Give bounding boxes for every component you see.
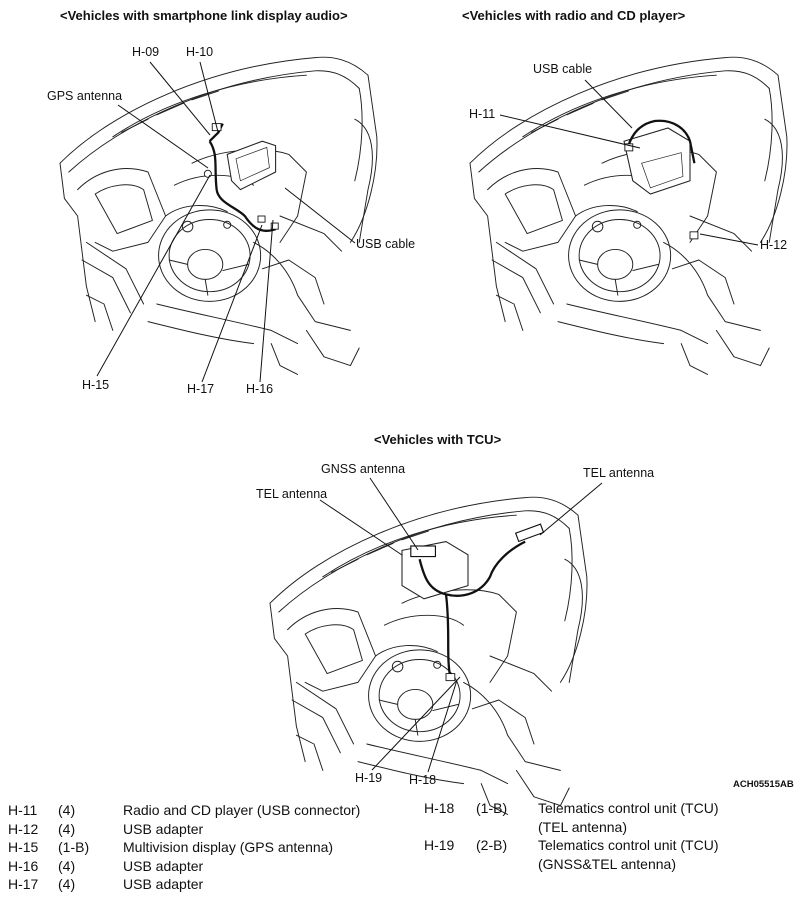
figure-code: ACH05515AB bbox=[733, 779, 794, 790]
smartphone-leader-lines bbox=[96, 61, 356, 383]
legend-desc: Radio and CD player (USB connector) bbox=[123, 802, 361, 818]
legend-code: H-19 bbox=[424, 837, 455, 853]
legend-code: H-11 bbox=[8, 802, 38, 818]
legend-pins: (1-B) bbox=[476, 800, 508, 816]
label-h10: H-10 bbox=[186, 45, 214, 59]
label-h15: H-15 bbox=[82, 378, 110, 392]
legend-row: H-16 (4) USB adapter bbox=[8, 857, 360, 876]
legend-code: H-12 bbox=[8, 820, 39, 837]
legend-right: H-18 (1-B) Telematics control unit (TCU)… bbox=[424, 799, 719, 873]
label-h18: H-18 bbox=[409, 773, 437, 787]
legend-row: H-18 (1-B) Telematics control unit (TCU) bbox=[424, 799, 719, 818]
legend-code: H-15 bbox=[8, 839, 39, 855]
diagram-smartphone-dashboard bbox=[59, 56, 378, 375]
label-h17: H-17 bbox=[187, 382, 215, 396]
legend-pins: (4) bbox=[58, 820, 76, 837]
legend-desc: Multivision display (GPS antenna) bbox=[123, 839, 334, 855]
label-h11: H-11 bbox=[469, 107, 496, 121]
label-gnss-antenna: GNSS antenna bbox=[321, 462, 406, 476]
legend-code: H-17 bbox=[8, 876, 39, 892]
legend-pins: (1-B) bbox=[58, 839, 90, 855]
legend-pins: (4) bbox=[58, 876, 76, 892]
heading-radio: <Vehicles with radio and CD player> bbox=[462, 8, 686, 23]
legend-row: (GNSS&TEL antenna) bbox=[424, 855, 719, 874]
label-tel-antenna-right: TEL antenna bbox=[583, 466, 655, 480]
label-h12: H-12 bbox=[760, 238, 788, 252]
legend-desc: USB adapter bbox=[123, 876, 204, 892]
heading-smartphone: <Vehicles with smartphone link display a… bbox=[60, 8, 348, 23]
legend-left: H-11 (4) Radio and CD player (USB connec… bbox=[8, 801, 360, 894]
tcu-leader-lines bbox=[319, 477, 603, 773]
legend-desc: USB adapter bbox=[123, 857, 204, 874]
label-h16: H-16 bbox=[246, 382, 274, 396]
legend-code: H-16 bbox=[8, 857, 39, 874]
label-usb-cable-smartphone: USB cable bbox=[356, 237, 416, 251]
legend-row: H-17 (4) USB adapter bbox=[8, 875, 360, 894]
diagram-radio-dashboard bbox=[469, 56, 788, 375]
heading-tcu: <Vehicles with TCU> bbox=[374, 432, 502, 447]
legend-code: H-18 bbox=[424, 800, 455, 816]
label-h09: H-09 bbox=[132, 45, 160, 59]
legend-desc: USB adapter bbox=[123, 820, 204, 837]
legend-pins: (4) bbox=[58, 857, 76, 874]
label-gps-antenna: GPS antenna bbox=[47, 89, 123, 103]
radio-leader-lines bbox=[499, 79, 759, 246]
legend-desc-continued: (TEL antenna) bbox=[538, 818, 627, 835]
label-h19: H-19 bbox=[355, 771, 383, 785]
diagram-tcu-dashboard bbox=[269, 496, 588, 815]
legend-desc-continued: (GNSS&TEL antenna) bbox=[538, 855, 676, 872]
legend-desc: Telematics control unit (TCU) bbox=[538, 800, 719, 816]
legend-row: H-11 (4) Radio and CD player (USB connec… bbox=[8, 801, 360, 820]
legend-row: H-19 (2-B) Telematics control unit (TCU) bbox=[424, 836, 719, 855]
legend-desc: Telematics control unit (TCU) bbox=[538, 837, 719, 853]
label-tel-antenna-left: TEL antenna bbox=[256, 487, 328, 501]
legend-row: H-12 (4) USB adapter bbox=[8, 820, 360, 839]
legend-row: (TEL antenna) bbox=[424, 818, 719, 837]
legend-pins: (4) bbox=[58, 802, 76, 818]
legend-row: H-15 (1-B) Multivision display (GPS ante… bbox=[8, 838, 360, 857]
legend-pins: (2-B) bbox=[476, 837, 508, 853]
label-usb-cable-radio: USB cable bbox=[533, 62, 593, 76]
